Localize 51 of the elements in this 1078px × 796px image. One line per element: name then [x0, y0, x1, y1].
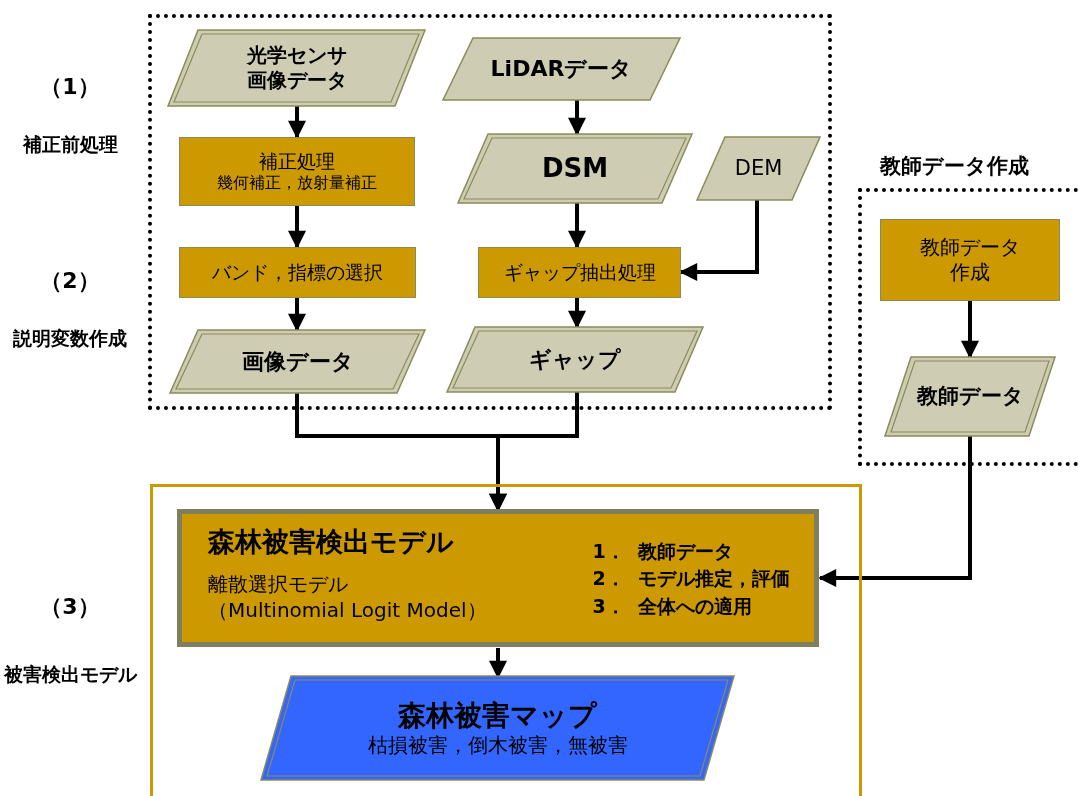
data-parallelogram [697, 137, 820, 200]
stage-number: （3） [39, 593, 101, 621]
node-text: ギャップ抽出処理 [503, 260, 656, 285]
arrow [288, 106, 306, 139]
arrow [961, 301, 979, 359]
process-box [179, 137, 415, 206]
model-box [177, 509, 819, 647]
step-item: 1． 教師データ [592, 538, 733, 564]
stage-label: 補正前処理 [21, 132, 119, 157]
node-text: 教師データ [916, 383, 1024, 410]
node-text: 補正処理 [259, 149, 335, 174]
step-item: 2． モデル推定，評価 [592, 566, 790, 592]
node-text: LiDARデータ [490, 55, 633, 83]
node-text: DEM [734, 155, 783, 182]
model-title: 森林被害検出モデル [208, 525, 454, 559]
data-parallelogram [458, 134, 692, 203]
data-parallelogram [168, 30, 425, 106]
arrow [679, 200, 759, 281]
arrow [568, 203, 586, 249]
arrow [818, 436, 972, 587]
data-parallelogram [447, 327, 703, 392]
node-text: 画像データ [241, 347, 354, 376]
node-text: ギャップ [529, 345, 621, 374]
arrow [288, 206, 306, 249]
stage-number: （2） [39, 267, 101, 295]
node-text: 幾何補正，放射量補正 [217, 173, 377, 194]
node-text: 枯損被害，倒木被害，無被害 [367, 733, 628, 758]
arrow [568, 298, 586, 329]
model-subtitle: 離散選択モデル [208, 571, 348, 598]
step-item: 3． 全体への適用 [592, 593, 752, 619]
node-text: DSM [541, 152, 609, 185]
process-box [478, 247, 681, 298]
group-frame [150, 484, 862, 796]
data-parallelogram [885, 357, 1055, 436]
stage-number: （1） [39, 73, 101, 101]
node-text: 光学センサ画像データ [245, 43, 348, 93]
model-subtitle: （Multinomial Logit Model） [208, 597, 487, 624]
stage-label: 説明変数作成 [12, 326, 128, 351]
node-text: 森林被害マップ [398, 698, 597, 733]
arrow [288, 298, 306, 332]
arrow [568, 100, 586, 136]
node-text: 教師データ作成 [919, 235, 1021, 285]
process-box [179, 247, 416, 298]
process-box [880, 219, 1060, 301]
dotted-group-frame [148, 14, 832, 410]
group-heading: 教師データ作成 [880, 153, 1029, 180]
data-parallelogram [170, 330, 425, 393]
output-parallelogram [261, 676, 734, 780]
stage-label: 被害検出モデル [2, 662, 138, 687]
node-text: バンド，指標の選択 [212, 260, 383, 285]
data-parallelogram [443, 38, 680, 100]
